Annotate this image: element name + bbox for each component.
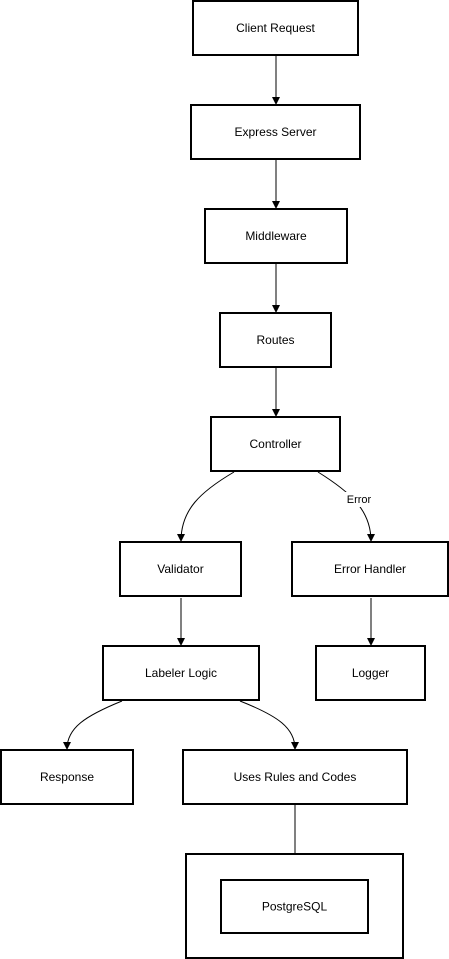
node-client-request: Client Request — [192, 0, 359, 56]
node-error-handler: Error Handler — [291, 541, 449, 597]
node-label: Controller — [249, 437, 301, 451]
node-label: Middleware — [245, 229, 307, 243]
node-label: Logger — [352, 666, 389, 680]
node-labeler-logic: Labeler Logic — [102, 645, 260, 701]
node-controller: Controller — [210, 416, 341, 472]
node-middleware: Middleware — [204, 208, 348, 264]
node-label: Uses Rules and Codes — [234, 770, 357, 784]
edge-labeler-to-rules — [239, 700, 299, 750]
edge-labeler-to-response — [63, 700, 123, 750]
edge-label-error: Error — [343, 492, 375, 507]
node-uses-rules-and-codes: Uses Rules and Codes — [182, 749, 408, 805]
node-postgresql: PostgreSQL — [220, 879, 369, 934]
node-response: Response — [0, 749, 134, 805]
node-label: Routes — [256, 333, 294, 347]
node-label: Error Handler — [334, 562, 406, 576]
edge-label-error-text: Error — [347, 494, 372, 506]
node-logger: Logger — [315, 645, 426, 701]
node-label: Labeler Logic — [145, 666, 217, 680]
node-label: PostgreSQL — [262, 900, 328, 914]
node-express-server: Express Server — [190, 104, 361, 160]
node-label: Express Server — [234, 125, 316, 139]
edge-controller-to-validator — [177, 471, 235, 542]
node-label: Client Request — [236, 21, 315, 35]
node-label: Response — [40, 770, 94, 784]
node-validator: Validator — [119, 541, 242, 597]
node-routes: Routes — [219, 312, 332, 368]
node-label: Validator — [157, 562, 203, 576]
